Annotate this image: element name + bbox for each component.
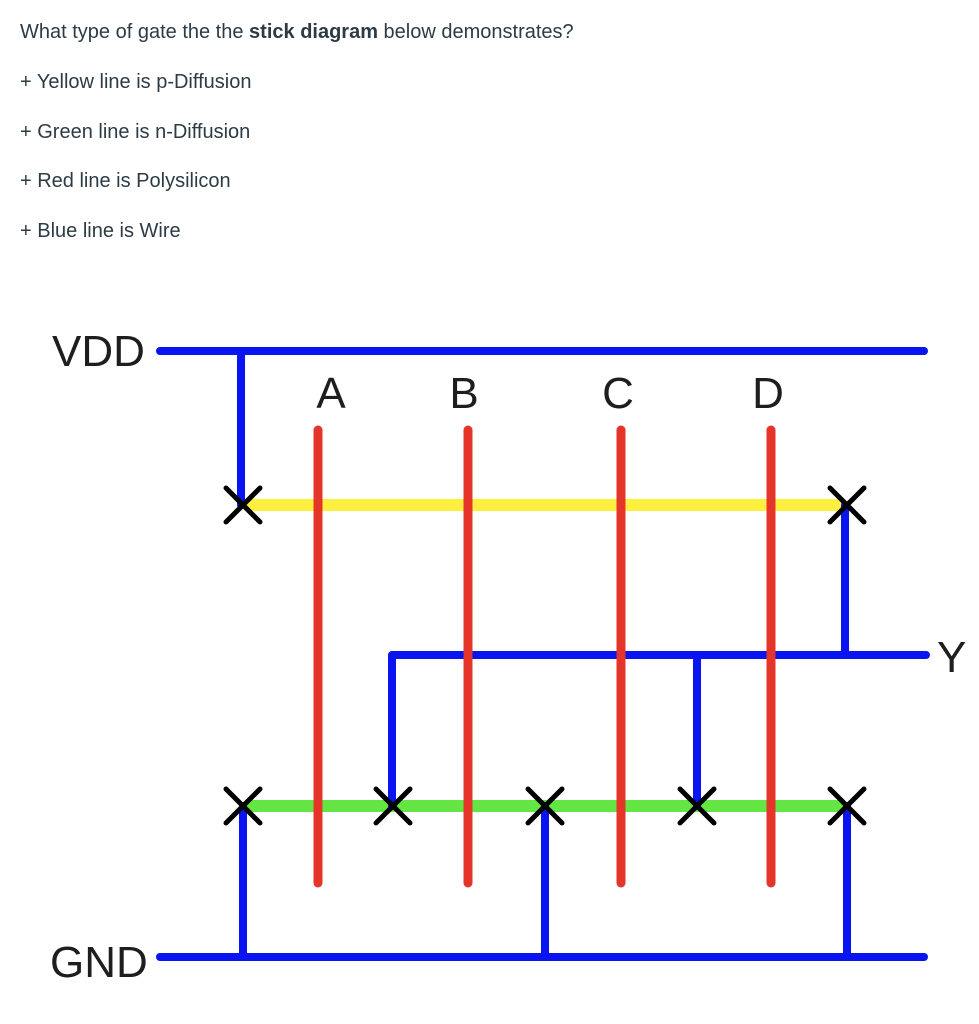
question-emphasis: stick diagram: [249, 21, 378, 43]
contact-p-right: [827, 485, 867, 525]
note-polysilicon: + Red line is Polysilicon: [20, 170, 231, 192]
question-prefix: What type of gate the the: [20, 21, 250, 43]
contacts: [223, 485, 867, 826]
contact-n-3: [525, 786, 565, 826]
note-p-diffusion: + Yellow line is p-Diffusion: [20, 71, 252, 93]
output-label-y: Y: [937, 633, 966, 682]
gnd-label: GND: [50, 938, 148, 987]
input-label-c: C: [602, 369, 634, 418]
input-label-a: A: [316, 369, 346, 418]
contact-n-1: [223, 786, 263, 826]
contact-p-left: [223, 485, 263, 525]
contact-n-2: [373, 786, 413, 826]
polysilicon-gates: [313, 425, 776, 888]
vdd-label: VDD: [52, 327, 145, 376]
contact-n-4: [677, 786, 717, 826]
legend-notes: + Yellow line is p-Diffusion + Green lin…: [20, 68, 251, 266]
question-text: What type of gate the the stick diagram …: [20, 18, 574, 46]
wire-network: [156, 347, 930, 961]
question-suffix: below demonstrates?: [378, 21, 574, 43]
output-wire: [841, 501, 930, 659]
note-n-diffusion: + Green line is n-Diffusion: [20, 120, 251, 143]
contact-n-5: [827, 786, 867, 826]
input-label-b: B: [449, 369, 478, 418]
input-label-d: D: [752, 369, 784, 418]
note-wire: + Blue line is Wire: [20, 219, 181, 242]
